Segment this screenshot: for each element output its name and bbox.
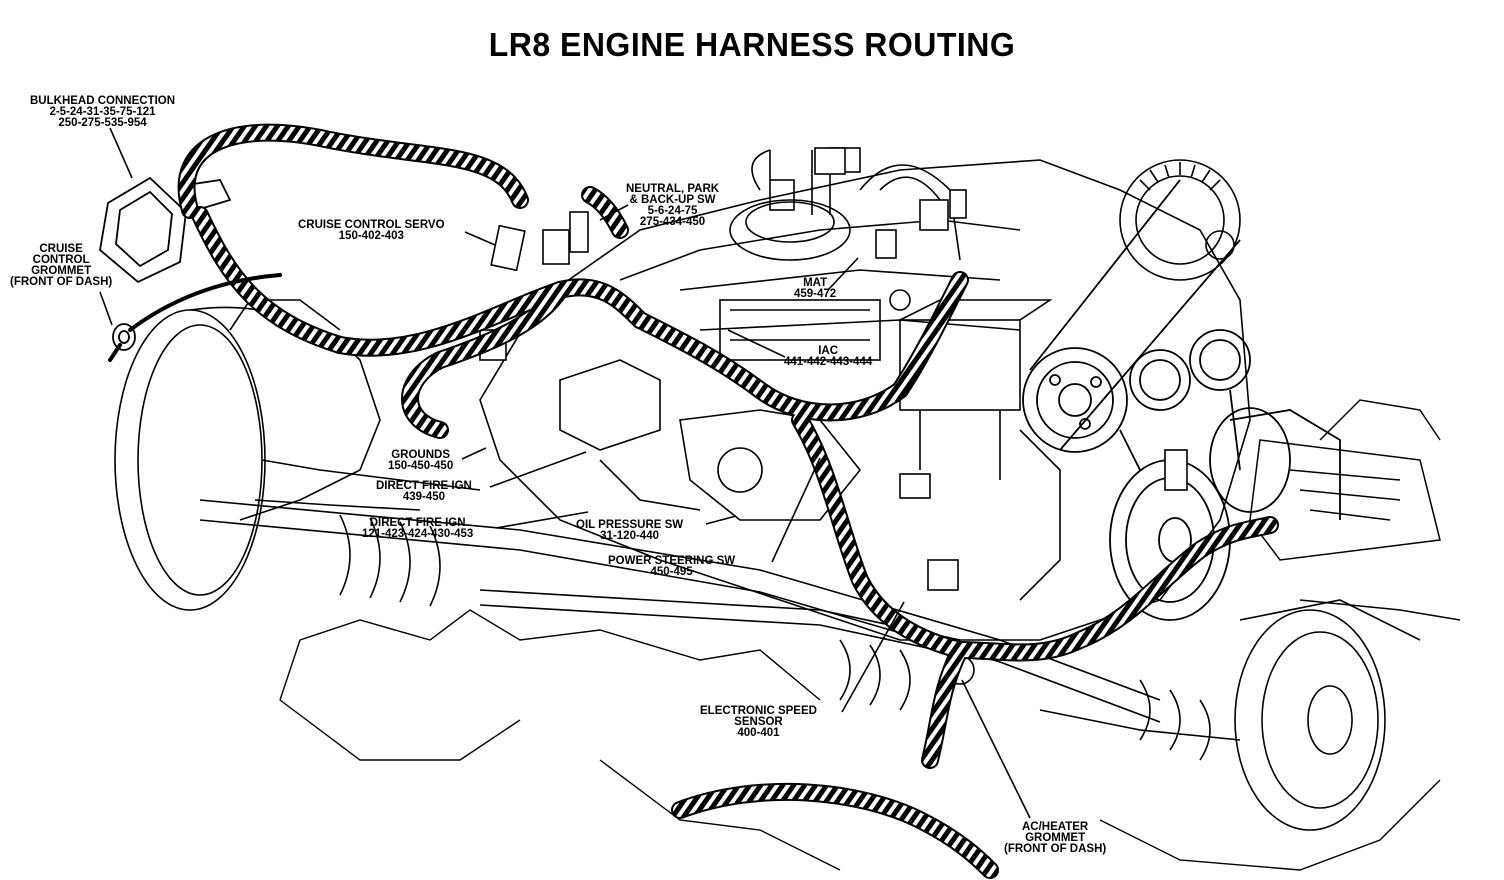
callout-neutral-park-backup-switch: NEUTRAL, PARK & BACK-UP SW 5-6-24-75 275…	[626, 183, 720, 228]
callout-circuits: 150-450-450	[388, 460, 454, 472]
callout-line: GROMMET	[31, 265, 92, 277]
callout-line: (FRONT OF DASH)	[1004, 843, 1107, 855]
callout-circuits: 150-402-403	[338, 230, 404, 242]
callout-electronic-speed-sensor: ELECTRONIC SPEED SENSOR 400-401	[700, 705, 817, 739]
callout-line: GROMMET	[1025, 832, 1086, 844]
callout-title: MAT	[803, 277, 828, 289]
callout-circuits: 441-442-443-444	[784, 356, 873, 368]
callout-title: CRUISE CONTROL SERVO	[298, 219, 445, 231]
steering-rack	[199, 499, 1241, 761]
callout-circuits: 2-5-24-31-35-75-121	[49, 106, 156, 118]
callout-title: OIL PRESSURE SW	[576, 519, 684, 531]
pulleys-and-belt	[1022, 179, 1341, 621]
callout-bulkhead-connection: BULKHEAD CONNECTION 2-5-24-31-35-75-121 …	[30, 95, 176, 129]
callout-line: & BACK-UP SW	[629, 194, 716, 206]
callout-iac-valve: IAC 441-442-443-444	[784, 345, 873, 368]
callout-circuits: 459-472	[794, 288, 837, 300]
leader-lines	[99, 127, 1031, 819]
compressor-bracket	[1249, 399, 1461, 621]
callout-direct-fire-ignition-2: DIRECT FIRE IGN 121-423-424-430-453	[362, 517, 474, 540]
callout-circuits: 400-401	[737, 727, 780, 739]
callout-circuits: 439-450	[402, 491, 446, 503]
alternator	[1119, 159, 1241, 281]
callout-oil-pressure-switch: OIL PRESSURE SW 31-120-440	[576, 519, 684, 542]
callout-direct-fire-ignition-1: DIRECT FIRE IGN 439-450	[376, 480, 472, 503]
callout-ac-heater-grommet: AC/HEATER GROMMET (FRONT OF DASH)	[1004, 821, 1107, 855]
callout-cruise-control-servo: CRUISE CONTROL SERVO 150-402-403	[298, 219, 445, 242]
callout-grounds: GROUNDS 150-450-450	[388, 449, 454, 472]
wiring-harness	[108, 123, 1279, 879]
callout-circuits: 5-6-24-75	[647, 205, 698, 217]
callout-title: NEUTRAL, PARK	[626, 183, 720, 195]
callout-title: CRUISE	[39, 243, 83, 255]
callout-circuits: 275-434-450	[639, 216, 706, 228]
callout-circuits: 121-423-424-430-453	[362, 528, 474, 540]
callout-title: ELECTRONIC SPEED	[700, 705, 817, 717]
callout-mat-sensor: MAT 459-472	[794, 277, 837, 300]
callout-title: GROUNDS	[391, 449, 450, 461]
callout-cruise-control-grommet: CRUISE CONTROL GROMMET (FRONT OF DASH)	[10, 243, 113, 288]
callout-line: (FRONT OF DASH)	[10, 276, 113, 288]
callout-circuits: 250-275-535-954	[58, 117, 147, 129]
callout-title: BULKHEAD CONNECTION	[30, 95, 176, 107]
page-title: LR8 ENGINE HARNESS ROUTING	[488, 26, 1016, 63]
right-wheel-hub	[1234, 599, 1421, 831]
connectors-misc	[479, 147, 1188, 685]
callout-line: CONTROL	[32, 254, 90, 266]
callout-title: DIRECT FIRE IGN	[369, 517, 466, 529]
callout-circuits: 450-495	[650, 566, 693, 578]
callout-title: DIRECT FIRE IGN	[376, 480, 472, 492]
callout-circuits: 31-120-440	[600, 530, 659, 542]
callout-power-steering-switch: POWER STEERING SW 450-495	[608, 555, 736, 578]
chassis-outline	[279, 609, 1441, 871]
intake-assembly	[719, 147, 961, 361]
callout-title: POWER STEERING SW	[608, 555, 736, 567]
callout-line: SENSOR	[734, 716, 783, 728]
callout-title: IAC	[818, 345, 839, 357]
callout-title: AC/HEATER	[1021, 821, 1089, 833]
